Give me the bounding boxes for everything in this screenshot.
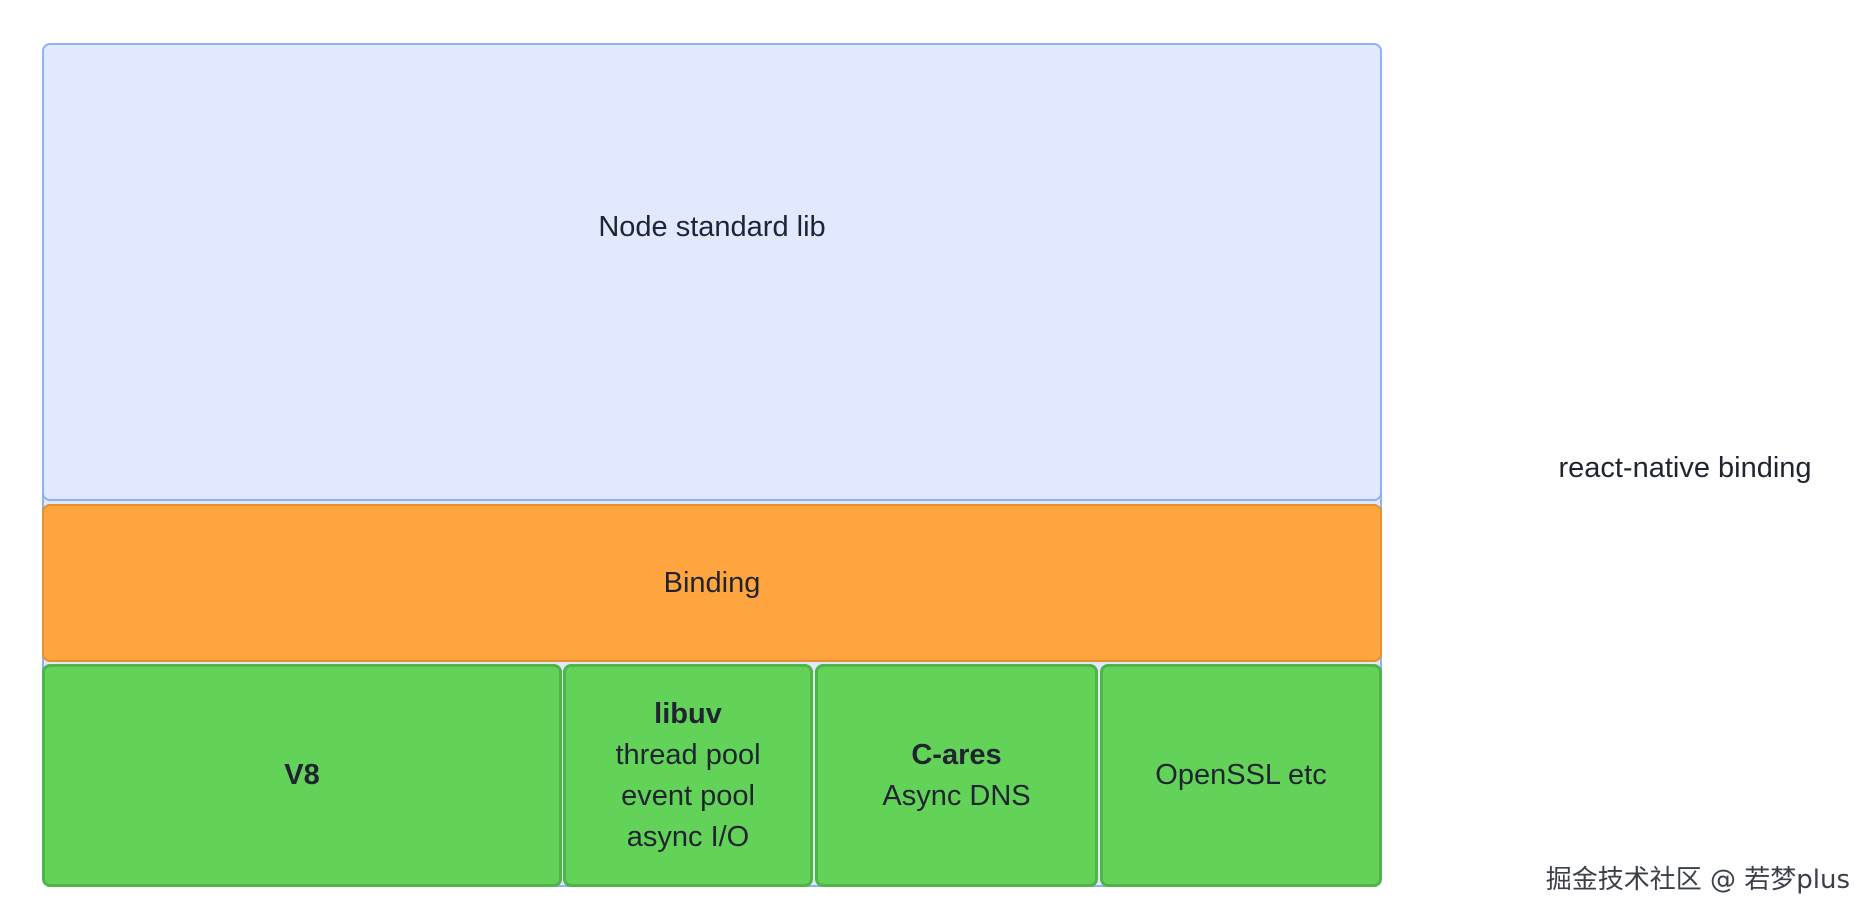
cares-block: C-ares Async DNS bbox=[815, 664, 1098, 887]
libuv-line-thread-pool: thread pool bbox=[615, 738, 761, 771]
openssl-block: OpenSSL etc bbox=[1100, 664, 1382, 887]
react-native-binding-label: react-native binding bbox=[1558, 452, 1812, 484]
openssl-label: OpenSSL etc bbox=[1155, 759, 1327, 791]
libuv-block: libuv thread pool event pool async I/O bbox=[563, 664, 813, 887]
binding-layer: Binding bbox=[42, 504, 1382, 662]
cares-line-async-dns: Async DNS bbox=[882, 779, 1031, 812]
libuv-line-async-io: async I/O bbox=[626, 820, 750, 853]
v8-block: V8 bbox=[42, 664, 562, 887]
node-standard-lib-label: Node standard lib bbox=[598, 210, 826, 243]
binding-label: Binding bbox=[663, 566, 761, 599]
v8-label: V8 bbox=[284, 759, 320, 791]
node-standard-lib-layer: Node standard lib bbox=[42, 43, 1382, 501]
libuv-line-event-pool: event pool bbox=[621, 779, 755, 812]
credit-watermark: 掘金技术社区 @ 若梦plus bbox=[1545, 865, 1850, 895]
libuv-title: libuv bbox=[654, 697, 722, 730]
cares-title: C-ares bbox=[911, 738, 1002, 771]
